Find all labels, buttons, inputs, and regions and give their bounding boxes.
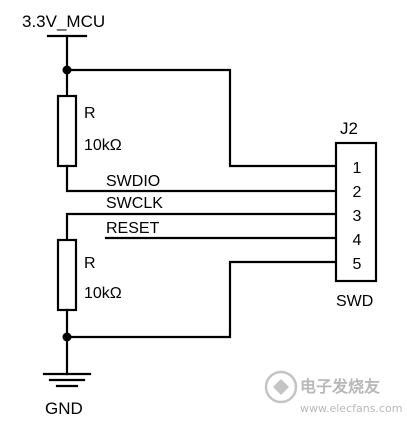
watermark-logo-mark xyxy=(273,379,289,395)
watermark: 电子发烧友 www.elecfans.com xyxy=(264,370,402,415)
connector-pin-1: 1 xyxy=(353,160,362,177)
connector-pin-4: 4 xyxy=(353,232,362,249)
signal-reset-label: RESET xyxy=(106,220,160,237)
wire-swdio xyxy=(65,164,338,193)
watermark-text: 电子发烧友 xyxy=(300,377,381,396)
wire-swclk xyxy=(65,212,338,242)
connector-name: SWD xyxy=(336,293,373,310)
connector-pin-2: 2 xyxy=(353,184,362,201)
resistor-top-name: R xyxy=(84,105,96,122)
signal-swdio-label: SWDIO xyxy=(106,173,160,190)
wire-vcc-pin1 xyxy=(65,68,338,168)
resistor-bottom-value: 10kΩ xyxy=(84,285,122,302)
connector-ref: J2 xyxy=(340,119,358,138)
resistor-bottom-name: R xyxy=(84,255,96,272)
watermark-logo-icon xyxy=(264,370,298,404)
power-label: 3.3V_MCU xyxy=(22,12,105,31)
connector-pin-5: 5 xyxy=(353,256,362,273)
connector-body xyxy=(334,141,378,283)
ground-icon xyxy=(42,372,92,388)
ground-label: GND xyxy=(45,399,83,418)
resistor-top xyxy=(56,94,78,168)
connector-pin-3: 3 xyxy=(353,208,362,225)
signal-swclk-label: SWCLK xyxy=(106,195,163,212)
resistor-bottom xyxy=(56,238,78,312)
watermark-url: www.elecfans.com xyxy=(300,402,402,415)
wire-gnd-pin5 xyxy=(65,260,338,339)
resistor-top-value: 10kΩ xyxy=(84,137,122,154)
